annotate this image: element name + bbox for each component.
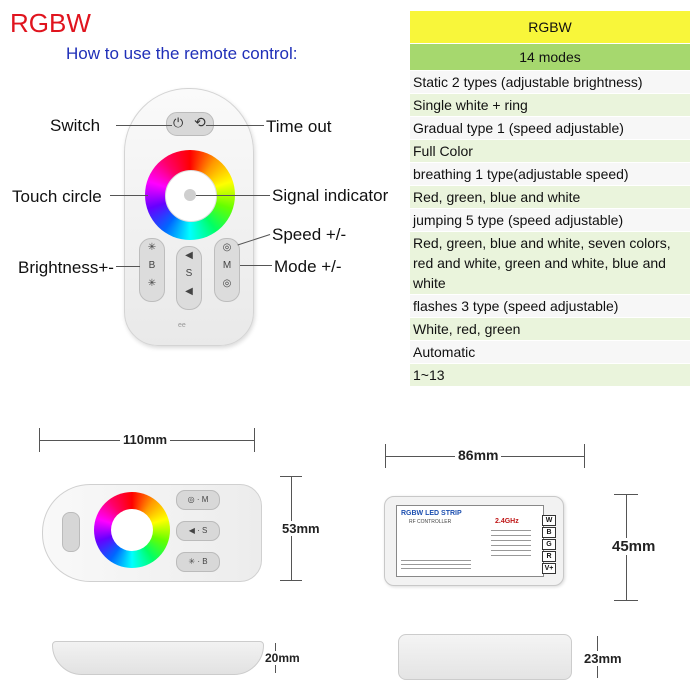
mode-up-icon: ◎	[222, 242, 232, 253]
controller-label: RGBW LED STRIP	[401, 510, 462, 517]
brightness-label: Brightness+-	[18, 258, 114, 277]
terminal-w: W	[542, 515, 556, 526]
page-subtitle: How to use the remote control:	[66, 44, 298, 63]
speed-button: ◀ S ◀	[176, 246, 202, 310]
speed-down-icon: ◀	[185, 286, 193, 297]
switch-label: Switch	[50, 116, 101, 135]
controller-width-tick-right	[584, 444, 585, 468]
table-row: Gradual type 1 (speed adjustable)	[410, 117, 690, 140]
table-row: flashes 3 type (speed adjustable)	[410, 295, 690, 318]
sun-small-icon: ✳	[147, 278, 157, 289]
time-out-label: Time out	[266, 117, 332, 136]
terminal-g: G	[542, 539, 556, 550]
table-row: Automatic	[410, 341, 690, 364]
controller-sublabel: RF CONTROLLER	[409, 519, 452, 525]
controller-side-view	[398, 634, 572, 680]
signal-indicator-dot	[184, 189, 196, 201]
power-icon: ⏻	[173, 115, 184, 130]
remote-width-tick-left	[39, 428, 40, 452]
remote-width-label: 110mm	[120, 432, 171, 447]
signal-indicator-label: Signal indicator	[272, 186, 389, 205]
modes-table: RGBW 14 modes Static 2 types (adjustable…	[410, 11, 690, 387]
table-subheader: 14 modes	[410, 44, 690, 71]
table-row: Static 2 types (adjustable brightness)	[410, 71, 690, 94]
mode-button: ◎ M ◎	[214, 238, 240, 302]
signal-indicator-line	[196, 195, 270, 196]
remote-ring-center	[111, 509, 153, 551]
touch-circle-line	[110, 195, 148, 196]
terminal-v: V+	[542, 563, 556, 574]
brightness-line	[116, 266, 140, 267]
table-row: Red, green, blue and white, seven colors…	[410, 232, 690, 295]
controller-height-tick-top	[614, 494, 638, 495]
remote-width-tick-right	[254, 428, 255, 452]
time-out-line	[206, 125, 264, 126]
switch-line	[116, 125, 172, 126]
table-row: 1~13	[410, 364, 690, 387]
controller-label-panel: RGBW LED STRIP RF CONTROLLER 2.4GHz	[396, 505, 544, 577]
controller-text-block	[491, 530, 531, 558]
controller-terminals: W B G R V+	[542, 515, 556, 575]
mode-down-icon: ◎	[222, 278, 232, 289]
speed-letter: S	[185, 268, 193, 279]
remote-thickness-label: 20mm	[265, 651, 300, 665]
timer-icon: ⟲	[194, 114, 206, 130]
mode-line	[240, 265, 272, 266]
controller-height-tick-bottom	[614, 600, 638, 601]
speed-label: Speed +/-	[272, 225, 347, 244]
table-row: breathing 1 type(adjustable speed)	[410, 163, 690, 186]
table-row: White, red, green	[410, 318, 690, 341]
table-row: jumping 5 type (speed adjustable)	[410, 209, 690, 232]
remote-power-button	[62, 512, 80, 552]
brightness-letter: B	[148, 260, 156, 271]
speed-up-icon: ◀	[185, 250, 193, 261]
remote-height-tick-top	[280, 476, 302, 477]
remote-brand: ee	[178, 322, 186, 329]
brightness-button: ✳ B ✳	[139, 238, 165, 302]
remote-side-view	[52, 641, 264, 675]
top-buttons: ⏻ ⟲	[166, 112, 214, 136]
speed-pill: ◀ · S	[176, 521, 220, 541]
table-row: Single white + ring	[410, 94, 690, 117]
remote-height-label: 53mm	[282, 521, 320, 536]
terminal-r: R	[542, 551, 556, 562]
brightness-pill: ✳ · B	[176, 552, 220, 572]
controller-bottom-text	[401, 560, 471, 572]
remote-height-tick-bottom	[280, 580, 302, 581]
touch-circle-label: Touch circle	[12, 187, 102, 206]
controller-width-tick-left	[385, 444, 386, 468]
mode-pill: ◎ · M	[176, 490, 220, 510]
table-row: Full Color	[410, 140, 690, 163]
controller-frequency: 2.4GHz	[495, 518, 519, 525]
terminal-b: B	[542, 527, 556, 538]
controller-thickness-label: 23mm	[584, 651, 622, 666]
sun-icon: ✳	[147, 242, 157, 253]
mode-label: Mode +/-	[274, 257, 342, 276]
table-header: RGBW	[410, 11, 690, 44]
table-row: Red, green, blue and white	[410, 186, 690, 209]
mode-letter: M	[222, 260, 232, 271]
controller-height-label: 45mm	[612, 538, 656, 555]
controller-width-label: 86mm	[455, 447, 502, 463]
page-title: RGBW	[10, 8, 91, 38]
